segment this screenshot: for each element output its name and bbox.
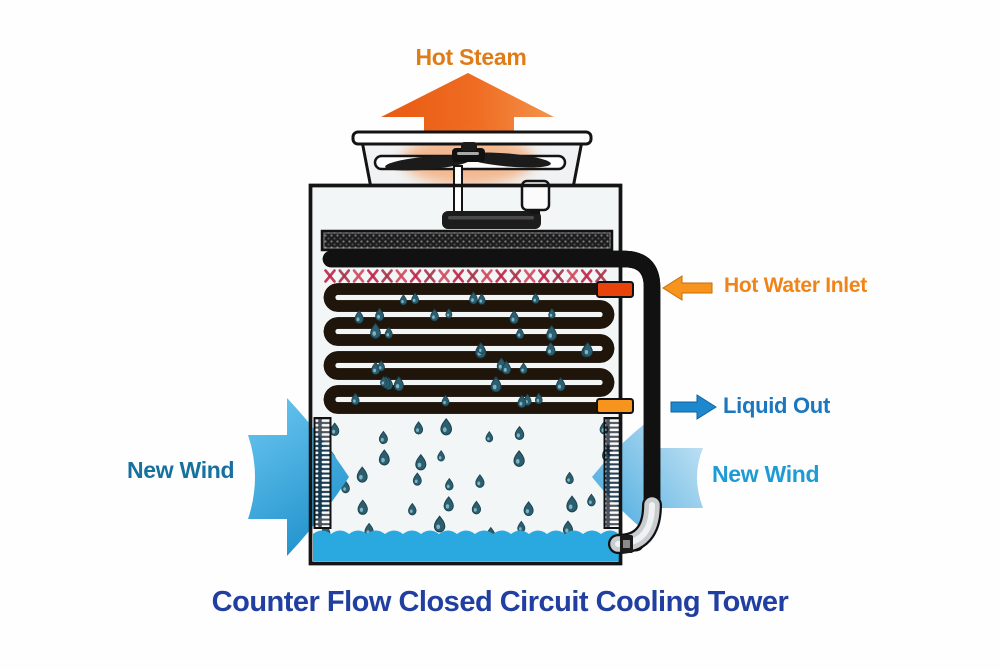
new-wind-left-label: New Wind xyxy=(127,457,235,483)
motor-block xyxy=(442,211,541,229)
fan-motor xyxy=(442,165,551,229)
hot-water-inlet-port xyxy=(596,281,634,298)
circulation-pipe xyxy=(322,250,662,554)
new-wind-left-arrow-icon xyxy=(248,398,349,556)
drift-eliminator xyxy=(320,229,614,252)
air-louver-left xyxy=(313,417,332,529)
motor-switch-box xyxy=(520,179,551,212)
spray-nozzles xyxy=(324,269,607,283)
page-title: Counter Flow Closed Circuit Cooling Towe… xyxy=(211,586,789,618)
hot-steam-arrow-icon xyxy=(381,73,554,144)
hot-water-inlet-label: Hot Water Inlet xyxy=(724,274,867,297)
liquid-out-label: Liquid Out xyxy=(723,393,830,418)
cooling-coil xyxy=(330,283,618,414)
fan-cowl xyxy=(351,130,593,190)
tower-outline xyxy=(308,183,623,566)
liquid-out-port xyxy=(596,398,634,414)
hot-steam-label: Hot Steam xyxy=(415,44,527,70)
water-basin xyxy=(313,530,620,561)
exhaust-fan-icon xyxy=(385,142,551,171)
new-wind-right-label: New Wind xyxy=(712,461,820,487)
air-louver-right xyxy=(603,417,622,529)
hot-water-inlet-arrow-icon xyxy=(662,275,713,301)
liquid-out-arrow-icon xyxy=(670,394,717,420)
